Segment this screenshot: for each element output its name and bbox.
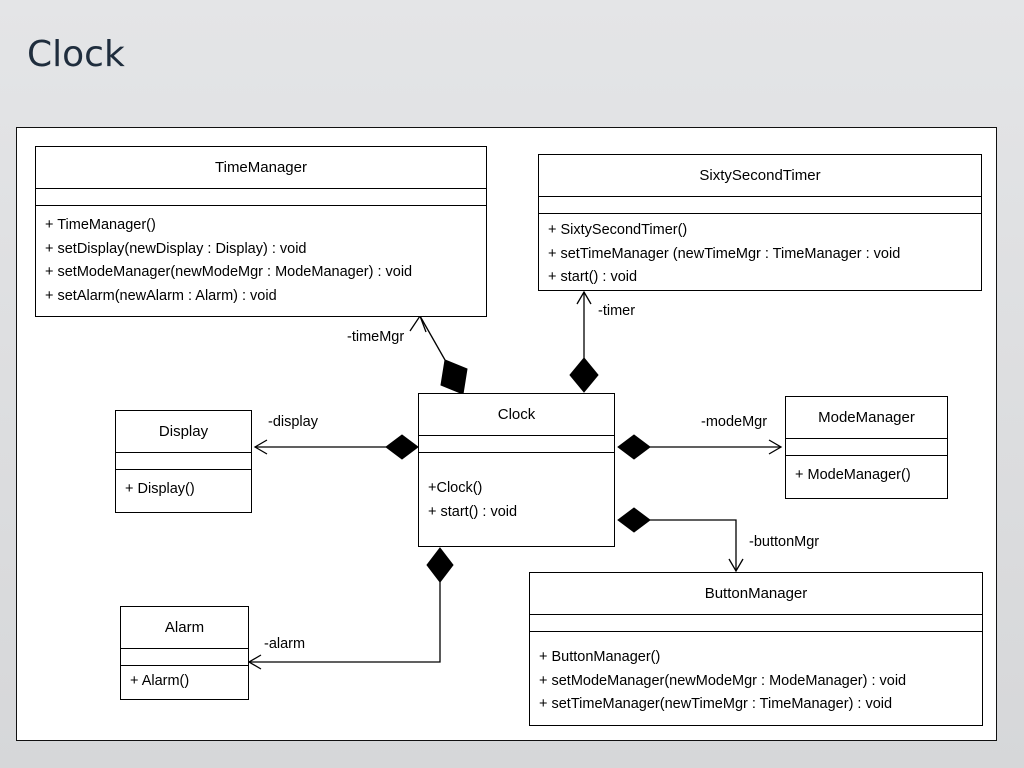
operations-compartment: +Clock() + start() : void (419, 453, 614, 530)
role-label-timemgr: -timeMgr (347, 329, 405, 345)
timemgr-association-line (419, 315, 446, 361)
operation: + start() : void (548, 269, 638, 285)
timer-arrowhead (576, 290, 592, 305)
diagram-canvas: TimeManager + TimeManager() + setDisplay… (16, 127, 997, 741)
operation: + Alarm() (130, 673, 190, 689)
operations-compartment: + TimeManager() + setDisplay(newDisplay … (36, 206, 486, 314)
class-name: ButtonManager (530, 573, 982, 615)
operation: + setTimeManager(newTimeMgr : TimeManage… (539, 696, 893, 712)
operation: + start() : void (428, 503, 518, 520)
class-modemanager[interactable]: ModeManager + ModeManager() (785, 396, 948, 499)
class-timemanager[interactable]: TimeManager + TimeManager() + setDisplay… (35, 146, 487, 317)
buttonmgr-arrowhead (728, 558, 744, 573)
modemgr-arrowhead (768, 439, 783, 455)
operation: + setModeManager(newModeMgr : ModeManage… (539, 672, 907, 689)
class-name: Alarm (121, 607, 248, 649)
operations-compartment: + Alarm() (121, 666, 248, 700)
operation: +Clock() (428, 480, 483, 496)
attributes-compartment (530, 615, 982, 632)
operation: + setDisplay(newDisplay : Display) : voi… (45, 240, 307, 257)
role-label-alarm: -alarm (264, 636, 306, 652)
class-name: ModeManager (786, 397, 947, 439)
modemgr-composition-diamond (617, 434, 651, 460)
class-name: Display (116, 411, 251, 453)
operations-compartment: + ButtonManager() + setModeManager(newMo… (530, 632, 982, 723)
class-buttonmanager[interactable]: ButtonManager + ButtonManager() + setMod… (529, 572, 983, 726)
class-alarm[interactable]: Alarm + Alarm() (120, 606, 249, 700)
timemgr-arrowhead (409, 314, 427, 333)
operation: + SixtySecondTimer() (548, 222, 688, 238)
role-label-display: -display (268, 414, 318, 430)
display-arrowhead (253, 439, 268, 455)
operations-compartment: + ModeManager() (786, 456, 947, 494)
timer-composition-diamond (569, 357, 599, 393)
role-label-modemgr: -modeMgr (701, 414, 768, 430)
buttonmgr-composition-diamond (617, 507, 651, 533)
class-display[interactable]: Display + Display() (115, 410, 252, 513)
alarm-composition-diamond (426, 547, 454, 583)
attributes-compartment (36, 189, 486, 206)
buttonmgr-association-line (650, 519, 737, 571)
attributes-compartment (539, 197, 981, 214)
alarm-association-line (249, 582, 441, 663)
operation: + ButtonManager() (539, 649, 661, 665)
attributes-compartment (786, 439, 947, 456)
operation: + TimeManager() (45, 217, 156, 233)
operation: + ModeManager() (795, 467, 911, 483)
operation: + setModeManager(newModeMgr : ModeManage… (45, 264, 413, 280)
class-name: SixtySecondTimer (539, 155, 981, 197)
attributes-compartment (116, 453, 251, 470)
operations-compartment: + Display() (116, 470, 251, 508)
relationship-lines (247, 290, 783, 670)
attributes-compartment (121, 649, 248, 666)
operation: + setTimeManager (newTimeMgr : TimeManag… (548, 245, 901, 262)
operations-compartment: + SixtySecondTimer() + setTimeManager (n… (539, 214, 981, 296)
role-label-buttonmgr: -buttonMgr (749, 534, 820, 550)
class-clock[interactable]: Clock +Clock() + start() : void (418, 393, 615, 547)
class-name: TimeManager (36, 147, 486, 189)
timemgr-composition-diamond (440, 359, 468, 395)
alarm-arrowhead (247, 654, 262, 670)
class-sixtysecondtimer[interactable]: SixtySecondTimer + SixtySecondTimer() + … (538, 154, 982, 291)
role-label-timer: -timer (598, 303, 636, 319)
slide-title: Clock (27, 34, 125, 75)
attributes-compartment (419, 436, 614, 453)
display-composition-diamond (385, 434, 419, 460)
class-name: Clock (419, 394, 614, 436)
operation: + setAlarm(newAlarm : Alarm) : void (45, 287, 277, 304)
operation: + Display() (125, 481, 195, 497)
